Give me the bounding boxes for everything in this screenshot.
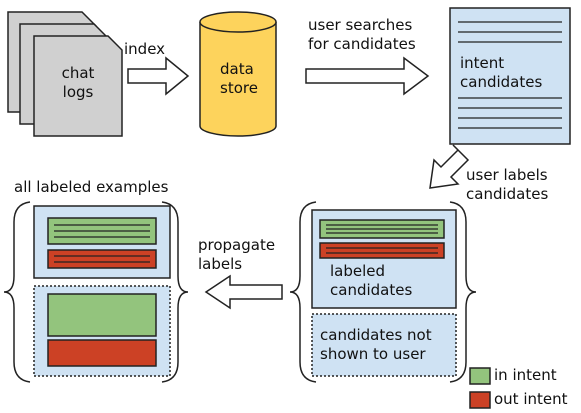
user-labels-label: user labels candidates (466, 166, 549, 203)
legend-swatch-out-intent (469, 391, 491, 409)
user-labels-arrow (429, 144, 470, 189)
propagate-arrow (204, 274, 283, 310)
all-labeled-top-panel (33, 205, 171, 279)
chat-logs-stack (7, 11, 123, 137)
all-labeled-bottom-panel (33, 285, 171, 377)
labeled-candidates-panel (311, 209, 457, 309)
right-brace-right (449, 201, 477, 383)
all-labeled-label: all labeled examples (14, 178, 169, 196)
data-store-label: data store (220, 60, 258, 97)
legend-in-intent-label: in intent (494, 366, 557, 384)
legend-out-intent-label: out intent (494, 390, 568, 408)
chat-logs-label: chat logs (61, 64, 95, 101)
not-shown-label: candidates not shown to user (320, 326, 432, 363)
user-searches-label: user searches for candidates (308, 16, 416, 53)
search-arrow (305, 56, 430, 96)
left-brace-right (161, 201, 189, 383)
index-arrow (127, 56, 190, 96)
data-store-cylinder (199, 11, 277, 137)
propagate-label: propagate labels (198, 236, 276, 273)
intent-candidates-label: intent candidates (460, 54, 543, 91)
index-label: index (124, 40, 166, 58)
labeled-candidates-label: labeled candidates (330, 262, 413, 299)
intent-candidates-doc (449, 7, 571, 145)
legend-swatch-in-intent (469, 367, 491, 385)
left-brace-left (3, 201, 31, 383)
not-shown-panel (311, 313, 457, 377)
right-brace-left (289, 201, 317, 383)
